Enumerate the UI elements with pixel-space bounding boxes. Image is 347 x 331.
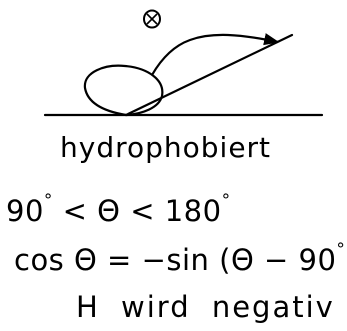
result-statement: H wird negativ [76, 290, 335, 324]
surface-caption: hydrophobiert [60, 131, 272, 164]
cosine-equation: cos Θ = −sin (Θ − 90°) [14, 242, 347, 275]
contact-angle-range: 90° < Θ < 180° [6, 193, 231, 226]
angle-arc-arrow [151, 33, 280, 76]
less-than-sign: < [62, 194, 88, 228]
tangent-line [124, 33, 294, 117]
droplet-outline [83, 64, 164, 117]
closing-paren: ) [345, 243, 347, 277]
degree-sign: ° [221, 191, 231, 211]
equation-lhs: cos Θ = [14, 243, 142, 277]
degree-sign: ° [336, 240, 346, 260]
theta-label: Θ [143, 9, 161, 29]
range-upper: 180 [164, 194, 222, 228]
degree-sign: ° [43, 191, 53, 211]
range-lower: 90 [6, 194, 44, 228]
equation-rhs: −sin (Θ − 90 [141, 243, 337, 277]
less-than-sign: < [130, 194, 156, 228]
theta-symbol: Θ [97, 194, 121, 228]
